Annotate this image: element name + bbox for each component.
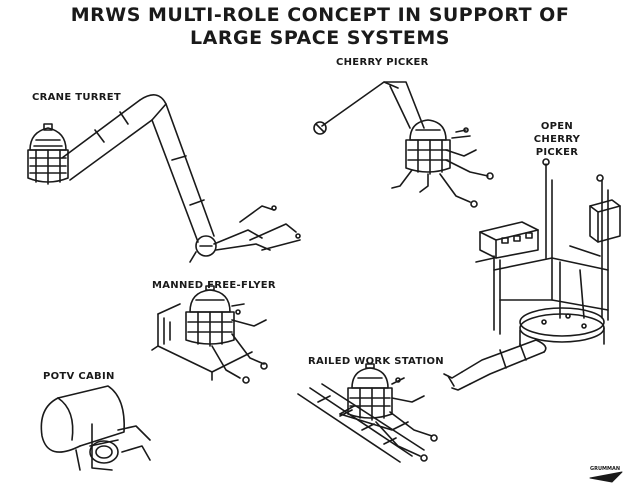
railed-work-station-illustration	[297, 363, 438, 463]
grumman-logo: GRUMMAN	[583, 466, 627, 484]
manned-free-flyer-illustration	[151, 285, 268, 384]
potv-cabin-illustration	[40, 385, 151, 471]
open-cherry-picker-illustration	[443, 158, 621, 391]
label-crane-turret: CRANE TURRET	[32, 92, 122, 103]
label-open-cherry-picker-line-2: CHERRY	[533, 134, 581, 145]
label-open-cherry-picker-line-1: OPEN	[540, 121, 574, 132]
label-potv-cabin: POTV CABIN	[43, 371, 115, 382]
label-manned-free-flyer: MANNED FREE-FLYER	[152, 280, 276, 291]
crane-turret-illustration	[27, 94, 301, 263]
cherry-picker-illustration	[313, 81, 494, 208]
label-open-cherry-picker-line-3: PICKER	[535, 147, 579, 158]
label-open-cherry-picker: OPEN CHERRY PICKER	[528, 120, 586, 159]
grumman-logo-mark	[589, 471, 623, 483]
diagram-title-line-1: MRWS MULTI-ROLE CONCEPT IN SUPPORT OF	[70, 4, 570, 26]
grumman-logo-text: GRUMMAN	[589, 466, 621, 472]
label-cherry-picker: CHERRY PICKER	[336, 57, 429, 68]
diagram-title-line-2: LARGE SPACE SYSTEMS	[190, 27, 450, 49]
label-railed-work-station: RAILED WORK STATION	[308, 356, 444, 367]
